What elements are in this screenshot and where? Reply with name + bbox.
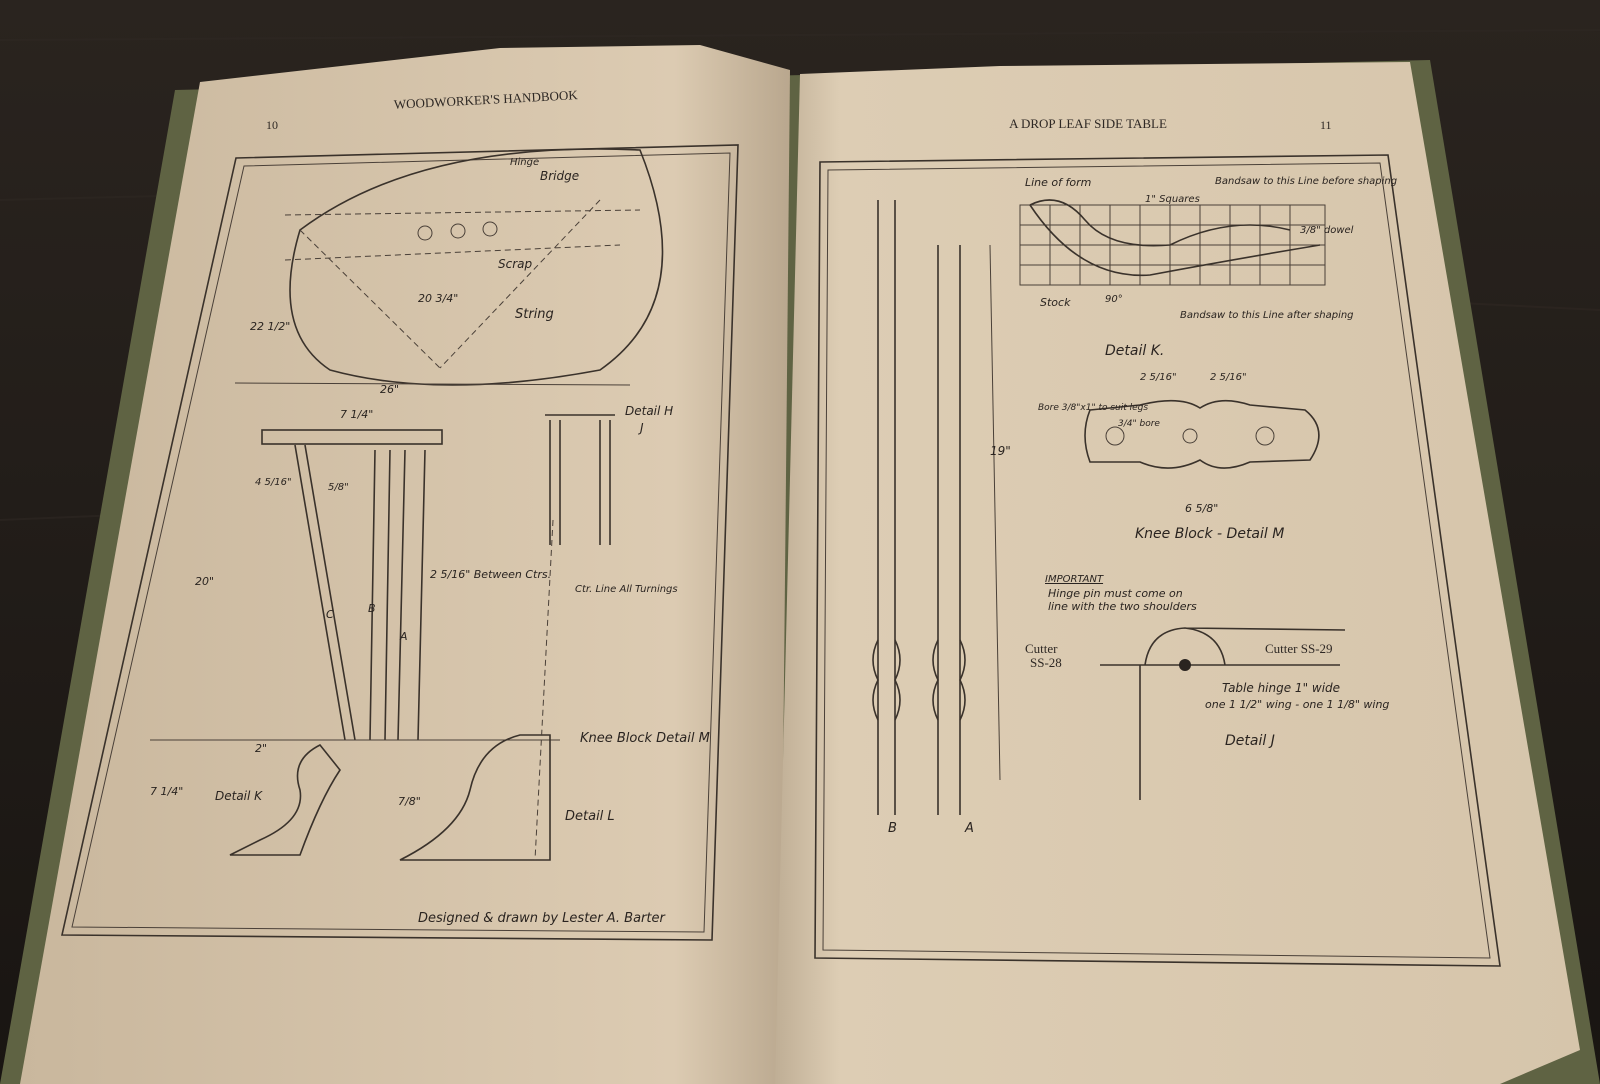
label-knee-block-m: Knee Block - Detail M — [1135, 526, 1284, 542]
label-angle: 90° — [1105, 294, 1123, 305]
label-squares: 1" Squares — [1145, 194, 1200, 205]
label-stock: Stock — [1040, 296, 1071, 309]
label-hinge: Hinge — [510, 157, 539, 168]
label-cutter-ss28: Cutter — [1025, 641, 1058, 656]
tabletop-edge — [261, 429, 443, 445]
hole — [482, 221, 498, 237]
label-bandsaw-before: Bandsaw to this Line before shaping — [1215, 176, 1397, 187]
label-hinge-note: Hinge pin must come on — [1048, 587, 1183, 600]
label-ctr-line: Ctr. Line All Turnings — [575, 584, 678, 595]
string-line-2 — [439, 199, 601, 369]
bore-hole — [1105, 426, 1125, 446]
label-cutter-ss28: SS-28 — [1030, 655, 1062, 670]
hole — [450, 223, 466, 239]
designer-credit: Designed & drawn by Lester A. Barter — [418, 911, 666, 926]
leg-a — [397, 449, 426, 741]
label-table-hinge: Table hinge 1" wide — [1222, 681, 1340, 695]
label-knee-block: Knee Block Detail M — [580, 731, 710, 746]
right-page — [775, 62, 1580, 1084]
detail-h-drawing — [545, 414, 615, 545]
page-number-left: 10 — [266, 118, 278, 132]
label-leg-b: B — [888, 821, 897, 836]
bridge-line-lower — [284, 244, 621, 261]
running-head-right: A DROP LEAF SIDE TABLE — [1009, 116, 1167, 131]
label-dim: 4 5/16" — [255, 477, 292, 488]
label-table-hinge: one 1 1/2" wing - one 1 1/8" wing — [1205, 698, 1389, 711]
label-dim: 5/8" — [328, 482, 349, 493]
label-string: String — [515, 307, 554, 322]
label-dim: 7/8" — [398, 795, 421, 808]
bore-hole — [1182, 428, 1198, 444]
dim-line — [234, 382, 631, 386]
knee-block-detail-drawing — [399, 734, 551, 861]
dim-line — [989, 244, 1001, 781]
label-dowel: 3/8" dowel — [1300, 225, 1354, 236]
knee-block-carving — [229, 743, 341, 856]
label-hinge-note: line with the two shoulders — [1048, 600, 1197, 613]
label-dim-19: 19" — [990, 444, 1011, 458]
label-detail-l: Detail L — [565, 809, 615, 824]
oval-tabletop-view — [289, 148, 664, 386]
bore-hole — [1255, 426, 1275, 446]
inner-frame-left — [71, 152, 731, 933]
label-dim: 6 5/8" — [1185, 502, 1218, 515]
label-bridge: Bridge — [540, 169, 579, 183]
label-dim: 20" — [195, 575, 214, 588]
label-bandsaw-after: Bandsaw to this Line after shaping — [1180, 310, 1354, 321]
label-dim: 2 5/16" — [1210, 372, 1247, 383]
label-dim: 7 1/4" — [340, 408, 373, 421]
turning-profile — [872, 639, 966, 721]
label-bore: 3/4" bore — [1118, 419, 1160, 429]
label-line-of-form: Line of form — [1025, 176, 1091, 189]
label-detail-h: Detail H — [625, 404, 673, 418]
label-leg: B — [368, 602, 376, 615]
label-leg: A — [399, 630, 408, 643]
leg-b — [369, 449, 391, 741]
string-line — [299, 229, 441, 369]
label-dim: 2" — [255, 742, 267, 755]
label-cutter-ss29: Cutter SS-29 — [1265, 641, 1333, 656]
leg-c — [294, 444, 356, 741]
label-leg-a: A — [964, 821, 974, 836]
label-detail-k: Detail K. — [1105, 343, 1164, 359]
squares-grid — [1019, 204, 1326, 286]
inner-frame-right — [822, 162, 1491, 959]
bandsaw-curve — [1029, 204, 1321, 277]
leg-turnings — [877, 200, 961, 815]
knee-block-m-drawing — [1084, 399, 1320, 469]
label-detail-k: Detail K — [215, 789, 263, 803]
line-of-form-curve — [1029, 199, 1291, 247]
label-dim: 22 1/2" — [250, 320, 290, 333]
page-number-right: 11 — [1320, 118, 1332, 132]
label-dim: 26" — [380, 383, 399, 396]
label-leg: C — [326, 608, 334, 621]
label-dim: 7 1/4" — [150, 785, 183, 798]
label-between-ctrs: 2 5/16" Between Ctrs. — [430, 568, 551, 581]
label-dim: 2 5/16" — [1140, 372, 1177, 383]
label-important: IMPORTANT — [1045, 574, 1104, 585]
label-detail-j: Detail J — [1225, 733, 1275, 749]
label-detail-j-ref: J — [638, 421, 644, 435]
bridge-line — [284, 209, 641, 216]
hole — [417, 225, 433, 241]
hinge-drawing — [1100, 627, 1346, 800]
drawing-frame-right — [814, 154, 1501, 967]
hinge-pin — [1179, 659, 1191, 671]
label-bore-note: Bore 3/8"x1" to suit legs — [1038, 403, 1148, 413]
label-scrap: Scrap — [498, 257, 533, 271]
label-dim: 20 3/4" — [418, 292, 458, 305]
center-line — [534, 519, 554, 861]
